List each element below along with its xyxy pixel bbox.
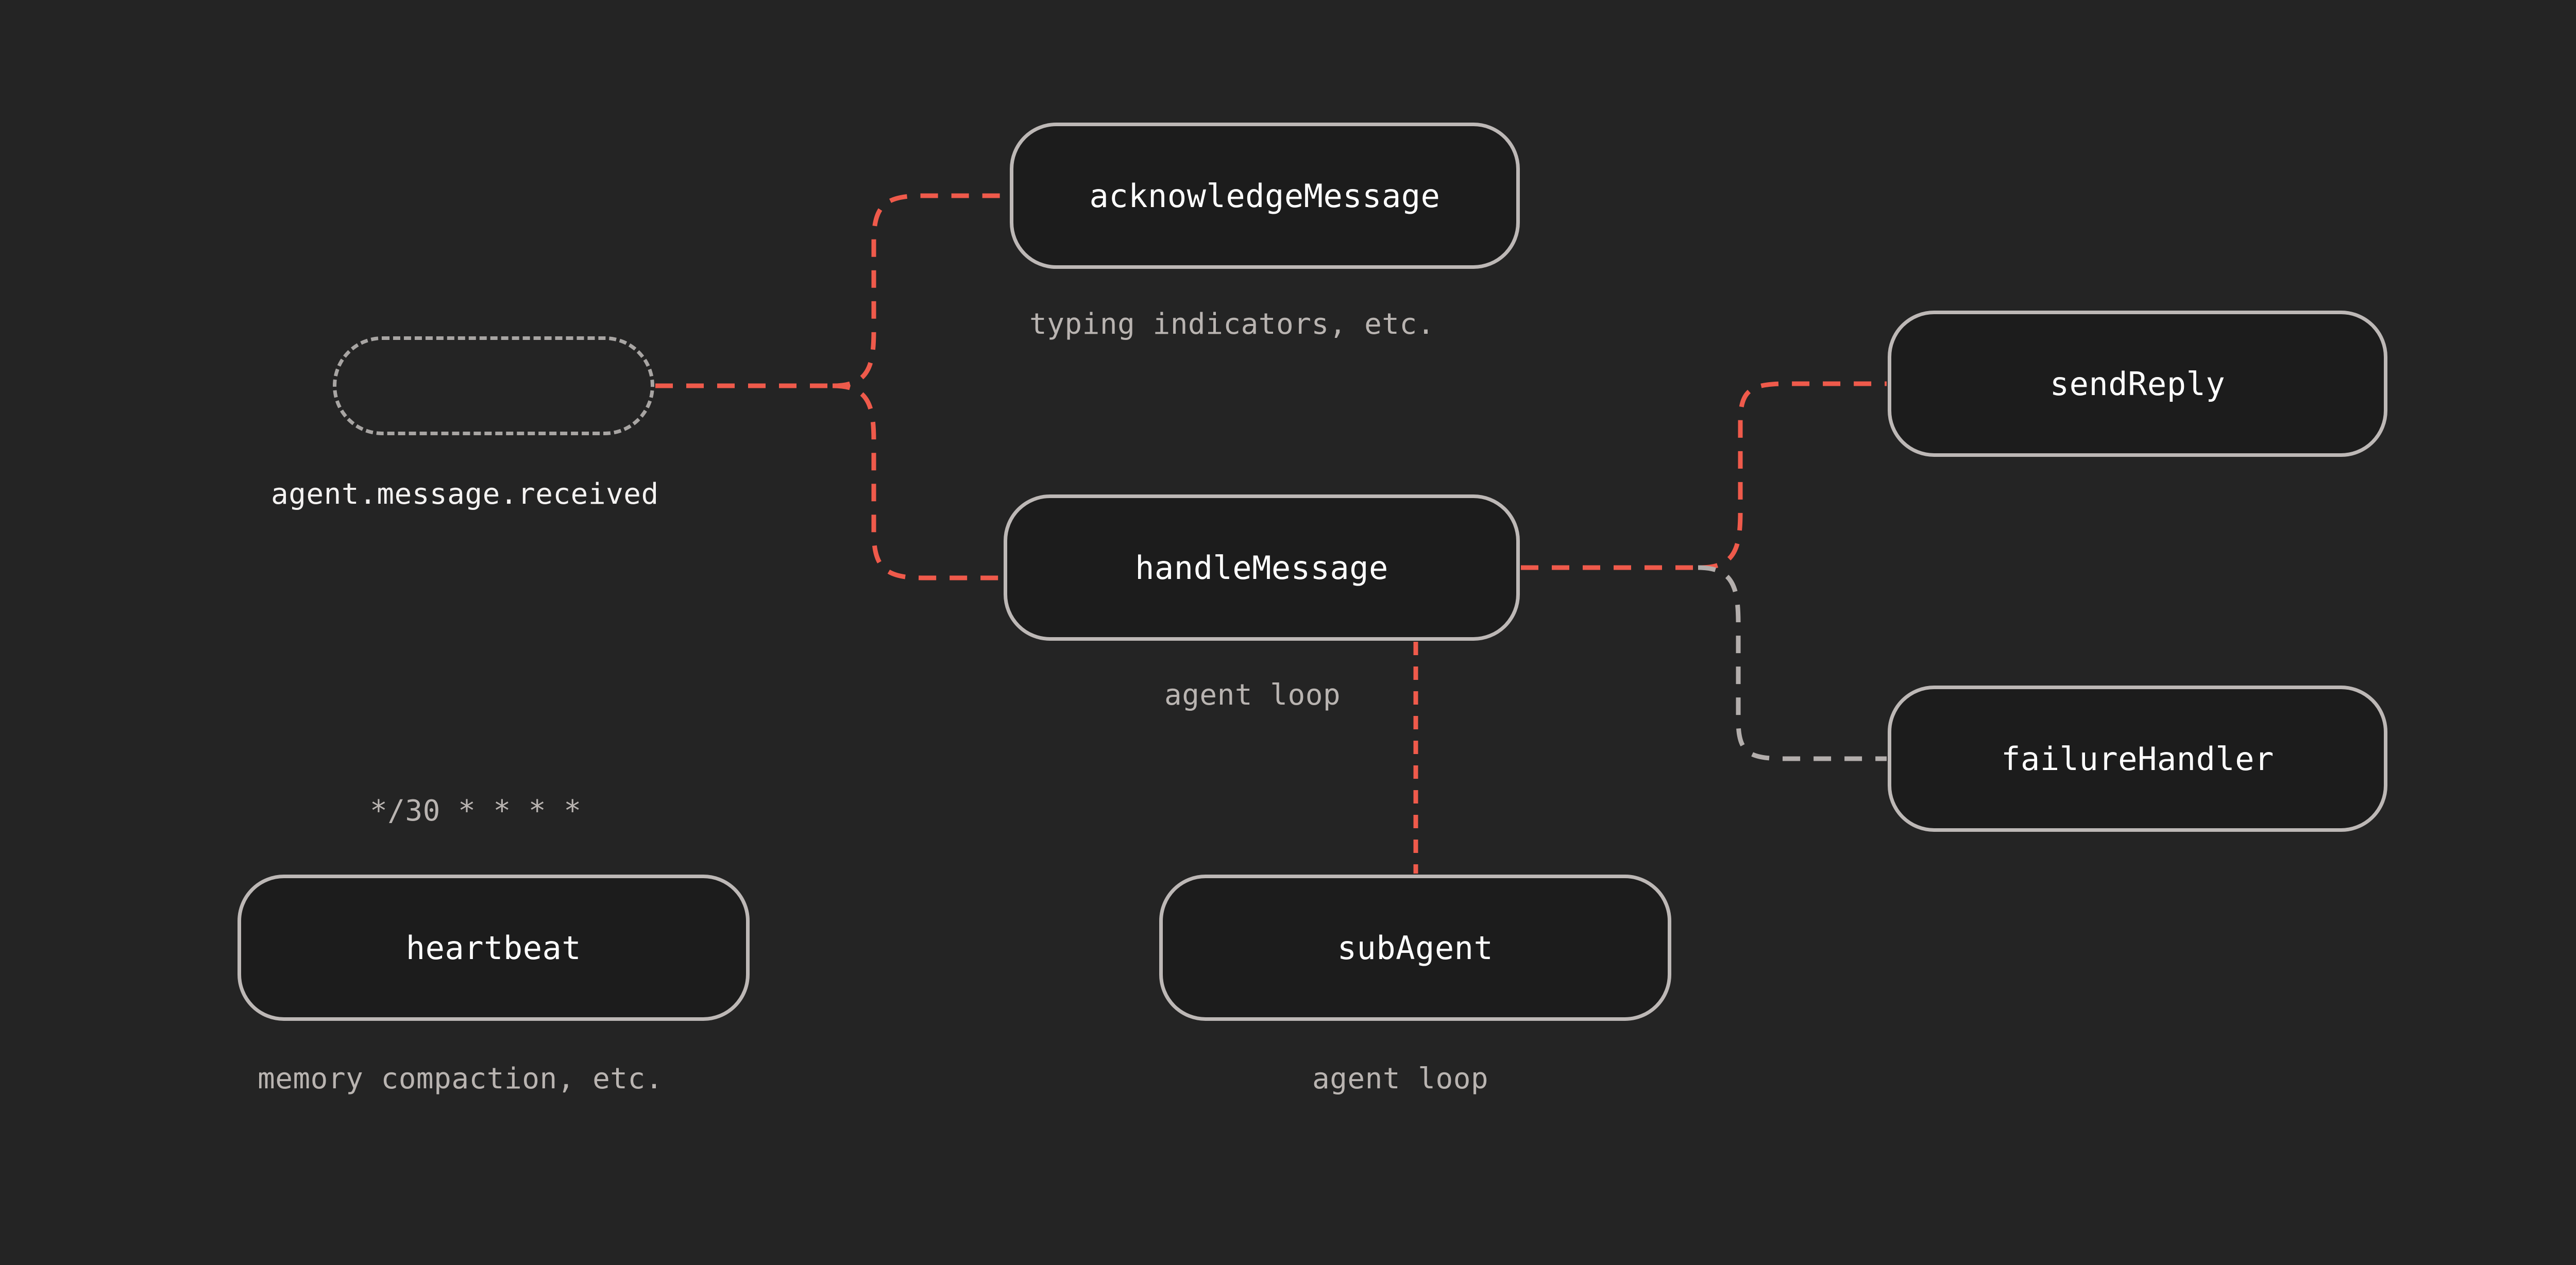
node-handle-message[interactable]: handleMessage — [1004, 494, 1520, 641]
sub-agent-caption: agent loop — [1312, 1062, 1489, 1096]
node-heartbeat-label: heartbeat — [405, 929, 582, 967]
node-failure-handler-label: failureHandler — [2001, 740, 2274, 778]
node-send-reply-label: sendReply — [2049, 365, 2226, 403]
handle-message-caption: agent loop — [1164, 678, 1341, 712]
node-acknowledge-message-label: acknowledgeMessage — [1089, 177, 1440, 215]
edge-trigger-to-acknowledgeMessage — [832, 193, 1009, 388]
heartbeat-cron-label: */30 * * * * — [370, 794, 582, 828]
node-heartbeat[interactable]: heartbeat — [238, 875, 750, 1021]
node-sub-agent-label: subAgent — [1337, 929, 1494, 967]
node-send-reply[interactable]: sendReply — [1888, 311, 2387, 457]
edge-trigger-to-handleMessage — [832, 383, 1003, 580]
node-sub-agent[interactable]: subAgent — [1159, 875, 1671, 1021]
node-trigger[interactable] — [333, 336, 654, 435]
trigger-event-label: agent.message.received — [271, 477, 659, 511]
heartbeat-caption: memory compaction, etc. — [258, 1062, 663, 1096]
edge-handleMessage-to-failureHandler — [1698, 565, 1887, 761]
node-handle-message-label: handleMessage — [1135, 549, 1388, 587]
node-failure-handler[interactable]: failureHandler — [1888, 686, 2387, 832]
acknowledge-message-caption: typing indicators, etc. — [1029, 307, 1435, 341]
node-acknowledge-message[interactable]: acknowledgeMessage — [1010, 123, 1520, 269]
edge-handleMessage-to-sendReply — [1700, 381, 1887, 570]
